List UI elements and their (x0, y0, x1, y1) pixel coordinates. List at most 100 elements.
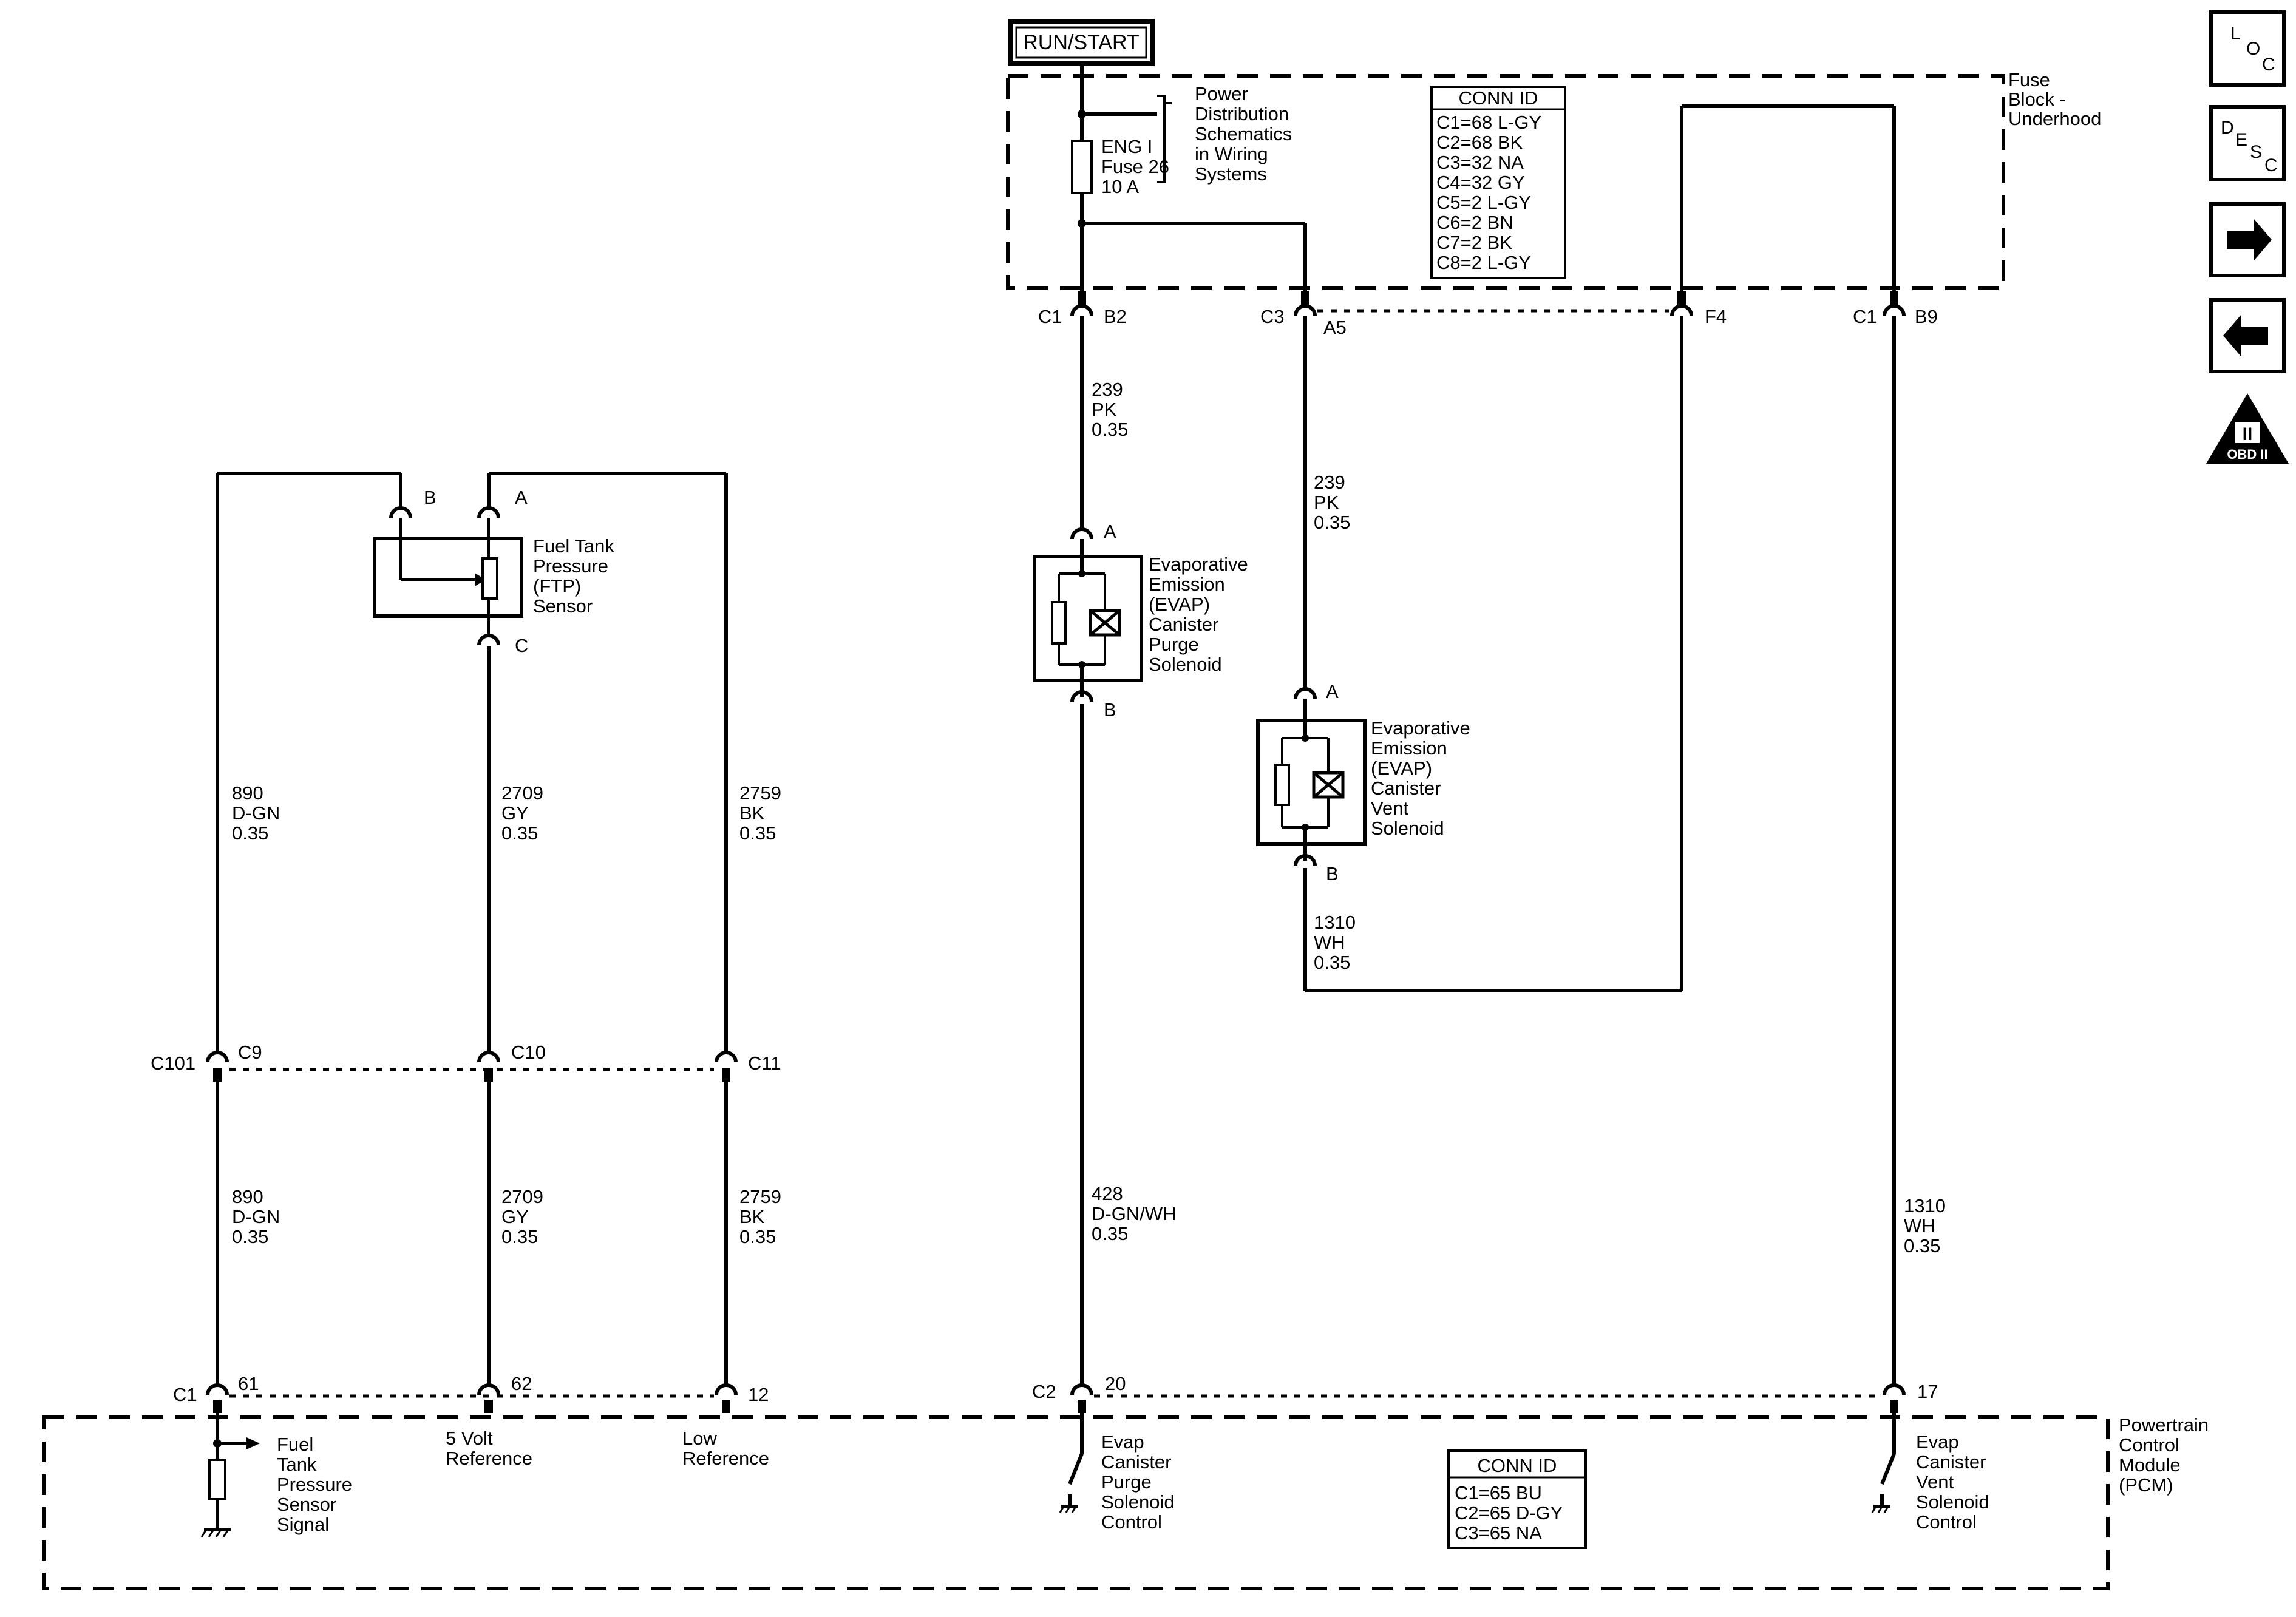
svg-text:0.35: 0.35 (1092, 419, 1128, 440)
svg-text:Control: Control (2119, 1434, 2179, 1456)
connector-f4: F4 (1672, 291, 1727, 327)
svg-text:Evap: Evap (1101, 1431, 1144, 1453)
svg-text:Solenoid: Solenoid (1101, 1491, 1175, 1513)
svg-text:BK: BK (739, 1206, 765, 1227)
svg-text:D-GN: D-GN (232, 1206, 280, 1227)
svg-text:2709: 2709 (501, 782, 543, 804)
svg-text:C2=68 BK: C2=68 BK (1436, 132, 1523, 153)
pcm-vent-driver (1871, 1413, 1896, 1513)
pcm-purge-control-label: Evap Canister Purge Solenoid Control (1101, 1431, 1175, 1533)
svg-text:5 Volt: 5 Volt (446, 1428, 493, 1449)
pcm-conn-id-table: CONN ID C1=65 BU C2=65 D-GY C3=65 NA (1447, 1449, 1587, 1549)
svg-text:C3=32 NA: C3=32 NA (1436, 152, 1524, 173)
svg-text:L: L (2230, 24, 2241, 44)
wire-label-239-pk-vent: 239 PK 0.35 (1314, 472, 1350, 533)
prev-button[interactable] (2209, 298, 2286, 373)
svg-text:D-GN/WH: D-GN/WH (1092, 1203, 1176, 1224)
pcm-outline (42, 1415, 2110, 1590)
ftp-sensor: B A C (373, 487, 528, 656)
purge-solenoid: A B (1033, 521, 1143, 720)
arrow-left-icon (2223, 314, 2268, 357)
svg-text:(EVAP): (EVAP) (1149, 594, 1210, 615)
svg-text:C1=65 BU: C1=65 BU (1455, 1482, 1542, 1503)
pcm-low-reference-label: Low Reference (682, 1428, 769, 1469)
svg-text:OBD II: OBD II (2227, 447, 2267, 462)
svg-text:239: 239 (1092, 379, 1123, 400)
connector-c101: C101 C9 C10 C11 (151, 1042, 781, 1082)
svg-text:Distribution: Distribution (1195, 103, 1289, 124)
svg-text:Underhood: Underhood (2008, 108, 2101, 129)
svg-text:C101: C101 (151, 1053, 195, 1074)
arrow-right-icon (2227, 219, 2272, 261)
svg-text:0.35: 0.35 (232, 1226, 268, 1247)
fuse-label: ENG I Fuse 26 10 A (1101, 136, 1169, 197)
svg-text:C4=32 GY: C4=32 GY (1436, 172, 1525, 193)
wire-label-239-pk-purge: 239 PK 0.35 (1092, 379, 1128, 440)
wire-label-2759-bk-lower: 2759 BK 0.35 (739, 1186, 781, 1247)
svg-text:Pressure: Pressure (533, 555, 608, 577)
svg-text:C: C (515, 635, 528, 656)
svg-text:Low: Low (682, 1428, 717, 1449)
connector-c3-a5: C3 A5 (1260, 291, 1347, 338)
svg-text:61: 61 (238, 1373, 259, 1394)
svg-text:ENG I: ENG I (1101, 136, 1152, 157)
pcm-5v-reference-label: 5 Volt Reference (446, 1428, 532, 1469)
desc-button[interactable]: D E S C (2209, 105, 2286, 181)
svg-text:Sensor: Sensor (533, 595, 593, 617)
svg-text:C1: C1 (1853, 306, 1877, 327)
svg-text:GY: GY (501, 1206, 529, 1227)
wire-label-890-dgn-lower: 890 D-GN 0.35 (232, 1186, 280, 1247)
svg-text:B: B (424, 487, 436, 508)
run-start-label: RUN/START (1023, 31, 1139, 54)
svg-text:B2: B2 (1104, 306, 1127, 327)
svg-text:F4: F4 (1705, 306, 1727, 327)
svg-text:(EVAP): (EVAP) (1371, 758, 1432, 779)
svg-text:1310: 1310 (1904, 1195, 1946, 1216)
svg-text:WH: WH (1314, 932, 1345, 953)
svg-text:CONN ID: CONN ID (1478, 1455, 1557, 1476)
svg-text:C7=2 BK: C7=2 BK (1436, 232, 1512, 253)
svg-text:II: II (2243, 424, 2253, 444)
svg-text:C2: C2 (1032, 1381, 1056, 1402)
svg-text:A: A (1104, 521, 1116, 542)
svg-text:B: B (1326, 863, 1339, 884)
connector-c1-b9: C1 B9 (1853, 291, 1938, 327)
svg-text:Reference: Reference (446, 1448, 532, 1469)
svg-text:E: E (2235, 130, 2247, 150)
svg-text:C11: C11 (748, 1053, 781, 1074)
svg-text:(FTP): (FTP) (533, 575, 581, 597)
svg-text:17: 17 (1917, 1381, 1938, 1402)
svg-text:0.35: 0.35 (1092, 1223, 1128, 1244)
svg-text:Evaporative: Evaporative (1371, 717, 1470, 739)
vent-solenoid-label: Evaporative Emission (EVAP) Canister Ven… (1371, 717, 1470, 839)
svg-text:CONN ID: CONN ID (1459, 87, 1538, 109)
svg-text:Solenoid: Solenoid (1916, 1491, 1989, 1513)
svg-text:Vent: Vent (1916, 1471, 1954, 1493)
svg-text:C1: C1 (1038, 306, 1062, 327)
pcm-purge-driver (1059, 1413, 1084, 1513)
svg-text:BK: BK (739, 802, 765, 824)
svg-text:Purge: Purge (1149, 634, 1199, 655)
wire-label-1310-wh-pcm: 1310 WH 0.35 (1904, 1195, 1946, 1256)
svg-text:10 A: 10 A (1101, 176, 1139, 197)
svg-text:Solenoid: Solenoid (1149, 654, 1222, 675)
svg-text:Sensor: Sensor (277, 1494, 336, 1515)
svg-text:Module: Module (2119, 1454, 2181, 1476)
svg-text:D-GN: D-GN (232, 802, 280, 824)
obd-ii-button[interactable]: II OBD II (2206, 393, 2289, 464)
svg-text:Fuel: Fuel (277, 1434, 313, 1455)
wire-label-2709-gy-upper: 2709 GY 0.35 (501, 782, 543, 844)
loc-button[interactable]: L O C (2209, 10, 2286, 87)
next-button[interactable] (2209, 202, 2286, 277)
ground-icon (200, 1528, 231, 1537)
svg-text:1310: 1310 (1314, 912, 1356, 933)
svg-text:Emission: Emission (1371, 737, 1447, 759)
svg-text:0.35: 0.35 (232, 822, 268, 844)
svg-text:Fuse 26: Fuse 26 (1101, 156, 1169, 177)
svg-text:Evaporative: Evaporative (1149, 554, 1248, 575)
svg-text:PK: PK (1314, 492, 1339, 513)
wire-label-890-dgn-upper: 890 D-GN 0.35 (232, 782, 280, 844)
pcm-connector-c2: C2 20 17 (1032, 1373, 1938, 1413)
svg-text:428: 428 (1092, 1183, 1123, 1204)
svg-text:Fuel Tank: Fuel Tank (533, 535, 614, 557)
